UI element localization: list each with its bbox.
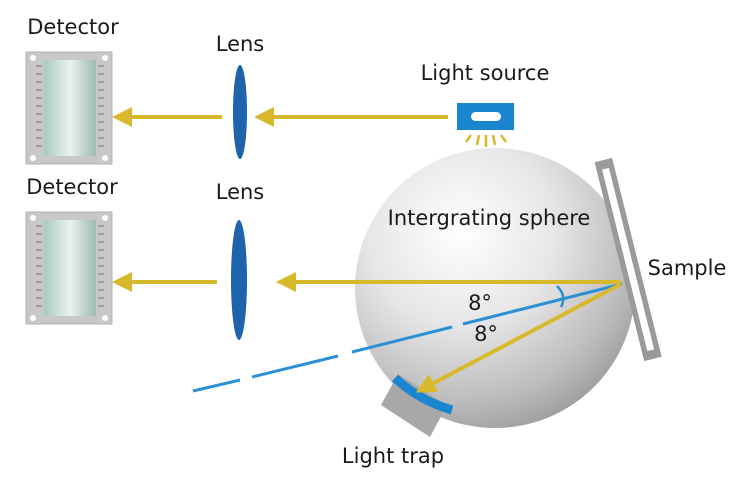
detector-label: Detector	[27, 15, 119, 39]
integrating-sphere-icon	[355, 148, 635, 428]
lens-icon	[231, 220, 247, 340]
beams	[112, 107, 622, 393]
light-trap-icon	[381, 374, 454, 437]
beam-specular-to-trap	[415, 282, 622, 393]
sphere-label: Intergrating sphere	[388, 206, 591, 230]
angle-label-lower: 8°	[474, 322, 498, 346]
normal-line	[192, 282, 623, 393]
detector-icon	[25, 211, 113, 325]
detector-icon	[25, 51, 113, 165]
angle-label-upper: 8°	[468, 291, 492, 315]
light-source-label: Light source	[421, 61, 550, 85]
lens-label: Lens	[216, 32, 265, 56]
sample-label: Sample	[648, 256, 727, 280]
lens-icon	[233, 65, 247, 159]
sample-plate-icon	[594, 157, 662, 362]
detector-label: Detector	[26, 175, 118, 199]
lens-label: Lens	[216, 180, 265, 204]
light-trap-label: Light trap	[342, 444, 444, 468]
angle-marker	[556, 285, 565, 308]
light-source-icon	[457, 103, 514, 147]
